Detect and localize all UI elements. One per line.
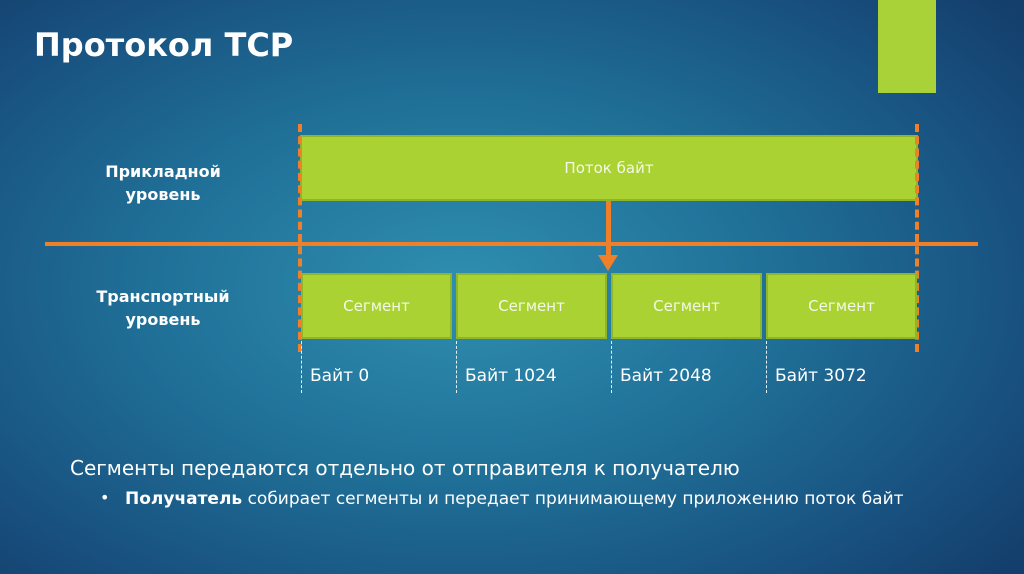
byte-label: Байт 3072: [775, 366, 867, 386]
arrow-down-icon: [606, 201, 611, 257]
sub-point-text: собирает сегменты и передает принимающем…: [242, 489, 904, 509]
layer-divider-line: [45, 242, 978, 246]
byte-marker-line: [301, 341, 302, 393]
right-boundary-dashed-line: [915, 124, 919, 352]
byte-marker-line: [456, 341, 457, 393]
slide-title: Протокол TCP: [34, 26, 294, 64]
left-boundary-dashed-line: [298, 124, 302, 352]
segment-label: Сегмент: [343, 297, 410, 315]
main-point: Сегменты передаются отдельно от отправит…: [70, 456, 740, 480]
byte-stream-label: Поток байт: [564, 159, 654, 177]
arrow-head-icon: [598, 255, 618, 271]
byte-marker-line: [611, 341, 612, 393]
accent-bar: [878, 0, 936, 93]
segment-box: Сегмент: [611, 273, 762, 339]
segment-box: Сегмент: [456, 273, 607, 339]
segment-label: Сегмент: [808, 297, 875, 315]
segment-label: Сегмент: [498, 297, 565, 315]
segment-box: Сегмент: [766, 273, 917, 339]
byte-label: Байт 2048: [620, 366, 712, 386]
byte-marker-line: [766, 341, 767, 393]
byte-label: Байт 0: [310, 366, 370, 386]
segment-label: Сегмент: [653, 297, 720, 315]
segment-box: Сегмент: [301, 273, 452, 339]
receiver-bold: Получатель: [125, 489, 243, 509]
sub-point: Получатель собирает сегменты и передает …: [125, 487, 955, 511]
transport-level-label: Транспортный уровень: [96, 287, 230, 329]
application-level-label: Прикладной уровень: [105, 162, 221, 204]
bullet-icon: •: [100, 488, 110, 507]
byte-label: Байт 1024: [465, 366, 557, 386]
byte-stream-box: Поток байт: [300, 135, 918, 201]
